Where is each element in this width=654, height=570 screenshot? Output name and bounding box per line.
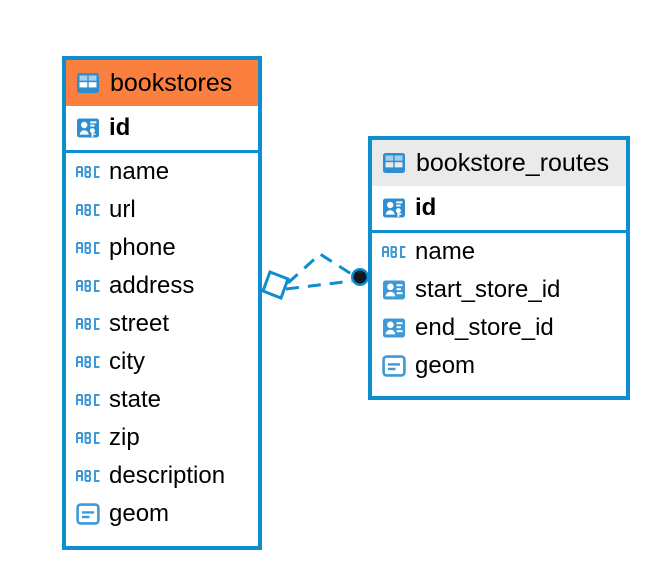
field-label-geom: geom bbox=[109, 500, 170, 527]
abc-text-icon bbox=[76, 166, 100, 178]
field-row-end-store-id[interactable]: end_store_id bbox=[372, 309, 626, 347]
field-row-phone[interactable]: phone bbox=[66, 229, 258, 267]
table-icon bbox=[383, 153, 405, 173]
field-label-start-store-id: start_store_id bbox=[415, 276, 561, 303]
abc-text-icon bbox=[76, 280, 100, 292]
field-label-city: city bbox=[109, 348, 145, 375]
field-row-name[interactable]: name bbox=[66, 153, 258, 191]
field-row-name[interactable]: name bbox=[372, 233, 626, 271]
foreign-key-icon bbox=[383, 318, 405, 338]
entity-pk-section-bookstore-routes: id bbox=[372, 186, 626, 233]
field-label-end-store-id: end_store_id bbox=[415, 314, 554, 341]
primary-key-icon bbox=[383, 198, 405, 218]
field-label-url: url bbox=[109, 196, 136, 223]
entity-title-bookstore-routes: bookstore_routes bbox=[416, 148, 610, 177]
field-label-name: name bbox=[109, 158, 170, 185]
field-row-start-store-id[interactable]: start_store_id bbox=[372, 271, 626, 309]
entity-fields-bookstores: name url bbox=[66, 153, 258, 533]
foreign-key-icon bbox=[383, 280, 405, 300]
geometry-icon bbox=[382, 355, 406, 377]
abc-text-icon bbox=[76, 356, 100, 368]
entity-header-bookstores[interactable]: bookstores bbox=[66, 60, 258, 106]
entity-title-bookstores: bookstores bbox=[110, 68, 233, 97]
abc-text-icon bbox=[76, 242, 100, 254]
field-row-geom[interactable]: geom bbox=[372, 347, 626, 385]
field-row-zip[interactable]: zip bbox=[66, 419, 258, 457]
field-row-geom[interactable]: geom bbox=[66, 495, 258, 533]
field-label-state: state bbox=[109, 386, 162, 413]
relationship-line-upper bbox=[286, 252, 357, 285]
primary-key-icon bbox=[77, 118, 99, 138]
field-label-description: description bbox=[109, 462, 226, 489]
field-label-phone: phone bbox=[109, 234, 176, 261]
geometry-icon bbox=[76, 503, 100, 525]
abc-text-icon bbox=[76, 470, 100, 482]
relationship-target-circle-icon bbox=[351, 268, 369, 286]
table-icon bbox=[77, 73, 99, 93]
abc-text-icon bbox=[382, 246, 406, 258]
entity-bookstore-routes[interactable]: bookstore_routes id bbox=[368, 136, 630, 400]
relationship-line-lower bbox=[285, 279, 353, 291]
abc-text-icon bbox=[76, 394, 100, 406]
field-label-address: address bbox=[109, 272, 195, 299]
field-row-address[interactable]: address bbox=[66, 267, 258, 305]
field-label-name: name bbox=[415, 238, 476, 265]
entity-pk-section-bookstores: id bbox=[66, 106, 258, 153]
abc-text-icon bbox=[76, 432, 100, 444]
field-row-state[interactable]: state bbox=[66, 381, 258, 419]
entity-header-bookstore-routes[interactable]: bookstore_routes bbox=[372, 140, 626, 186]
field-row-id[interactable]: id bbox=[372, 186, 626, 230]
field-label-zip: zip bbox=[109, 424, 140, 451]
field-row-id[interactable]: id bbox=[66, 106, 258, 150]
entity-bookstores[interactable]: bookstores id bbox=[62, 56, 262, 550]
field-label-id: id bbox=[415, 194, 437, 221]
field-row-url[interactable]: url bbox=[66, 191, 258, 229]
field-row-description[interactable]: description bbox=[66, 457, 258, 495]
entity-fields-bookstore-routes: name start_store_id bbox=[372, 233, 626, 385]
relationship-source-diamond-icon bbox=[261, 270, 290, 300]
abc-text-icon bbox=[76, 318, 100, 330]
field-row-city[interactable]: city bbox=[66, 343, 258, 381]
field-row-street[interactable]: street bbox=[66, 305, 258, 343]
abc-text-icon bbox=[76, 204, 100, 216]
field-label-street: street bbox=[109, 310, 170, 337]
field-label-id: id bbox=[109, 114, 131, 141]
field-label-geom: geom bbox=[415, 352, 476, 379]
